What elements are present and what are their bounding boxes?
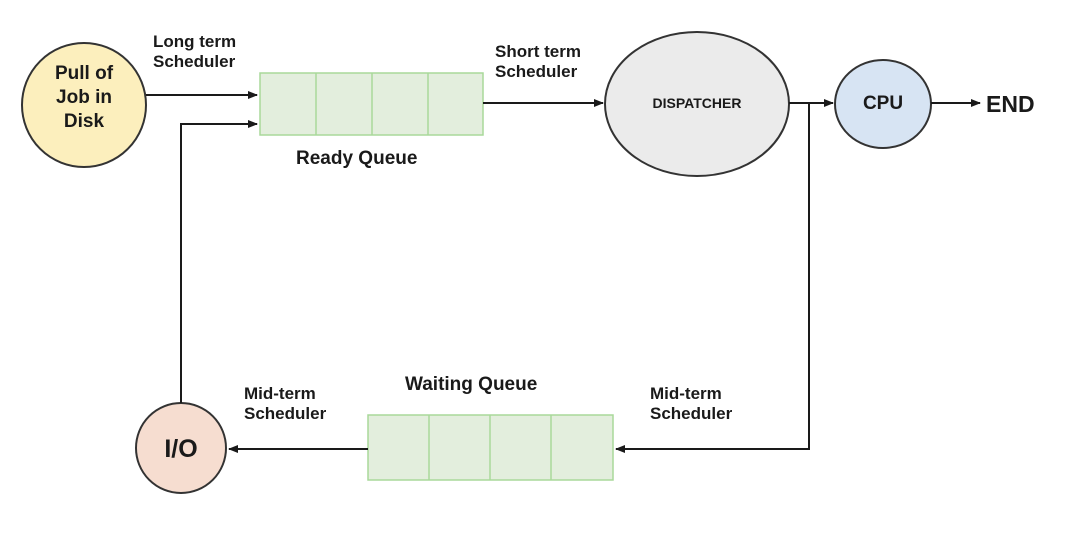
ready-queue [259,72,484,136]
ready-queue-label: Ready Queue [296,148,418,169]
waiting-queue [367,414,614,481]
long-term-scheduler-label: Long term Scheduler [153,32,237,72]
edge-dispatcher-to-waiting [615,103,810,453]
io-label: I/O [164,435,198,463]
mid-term-scheduler-right-label: Mid-term Scheduler [650,384,733,424]
end-label: END [986,91,1035,117]
waiting-queue-label: Waiting Queue [405,374,538,395]
job-pool-node [21,42,147,168]
short-term-scheduler-label: Short term Scheduler [495,42,581,82]
cpu-label: CPU [862,93,904,114]
job-pool-label: Pull of Job in Disk [54,63,114,132]
mid-term-scheduler-left-label: Mid-term Scheduler [244,384,327,424]
edge-io-to-ready [180,120,258,403]
dispatcher-label: DISPATCHER [652,95,742,111]
